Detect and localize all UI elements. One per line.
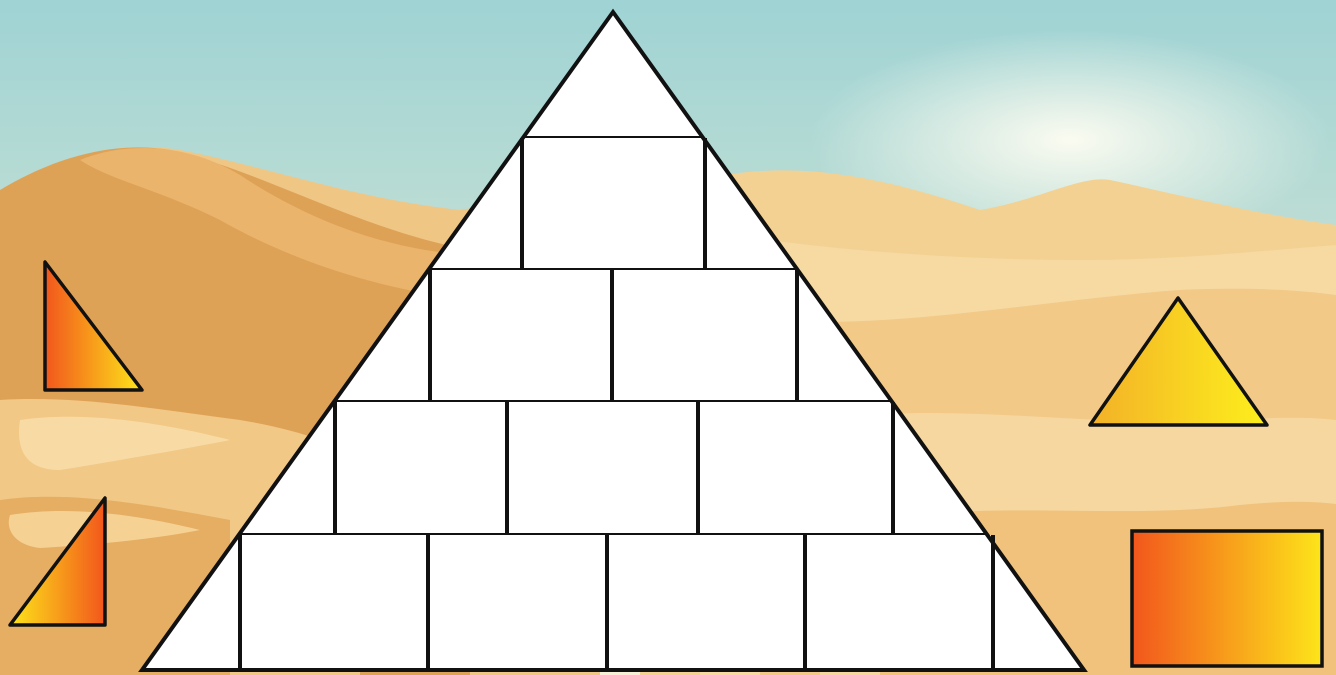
pyramid-slot-row5-rectangle-3[interactable] — [428, 535, 607, 670]
pyramid-slot-row3-rectangle-3[interactable] — [612, 270, 797, 402]
pyramid-slot-row4-rectangle-3[interactable] — [507, 402, 698, 535]
pyramid-slot-row2-square-2[interactable] — [522, 138, 705, 270]
pyramid-slot-row4-rectangle-2[interactable] — [335, 402, 507, 535]
pyramid-slot-row4-rectangle-4[interactable] — [698, 402, 893, 535]
pyramid-slot-row5-rectangle-4[interactable] — [607, 535, 805, 670]
pyramid-slot-row5-rectangle-2[interactable] — [240, 535, 428, 670]
rectangle-piece[interactable] — [1132, 531, 1322, 666]
pyramid-slot-row5-rectangle-5[interactable] — [805, 535, 993, 670]
pyramid-slot-row3-rectangle-2[interactable] — [430, 270, 612, 402]
